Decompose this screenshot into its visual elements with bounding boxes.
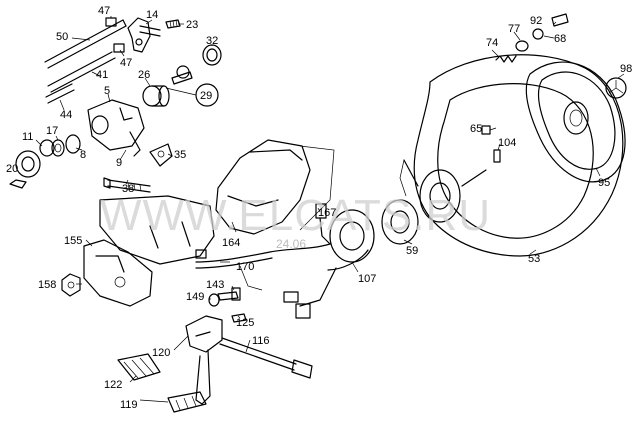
- bushing-32: [202, 44, 222, 66]
- nut-77: [515, 40, 529, 52]
- connector-122: [117, 353, 161, 381]
- label-17: 17: [46, 125, 58, 137]
- bracket-155: [83, 239, 153, 307]
- label-119: 119: [120, 399, 138, 411]
- wiring-harness-170: [195, 203, 331, 291]
- label-120: 120: [152, 347, 170, 359]
- steering-wheel-53: [399, 54, 624, 257]
- label-47: 47: [98, 5, 110, 17]
- label-164: 164: [222, 237, 240, 249]
- label-14: 14: [146, 9, 158, 21]
- label-107: 107: [358, 273, 376, 285]
- screw-9: [9, 179, 27, 189]
- label-47: 47: [120, 57, 132, 69]
- emblem-98: [605, 77, 627, 99]
- label-53: 53: [528, 253, 540, 265]
- label-125: 125: [236, 317, 254, 329]
- lock-housing-5: [87, 99, 145, 157]
- label-77: 77: [508, 23, 520, 35]
- label-167: 167: [318, 207, 336, 219]
- label-149: 149: [186, 291, 204, 303]
- label-35: 35: [174, 149, 186, 161]
- washer-149: [208, 293, 220, 307]
- spring-74: [495, 55, 517, 63]
- watermark-sub: 24.06: [276, 237, 306, 251]
- label-143: 143: [206, 279, 224, 291]
- key-29: [165, 65, 219, 107]
- label-50: 50: [56, 31, 68, 43]
- label-98: 98: [620, 63, 632, 75]
- watermark-text: WWW.ELCATS.RU: [100, 191, 491, 240]
- ring-11: [39, 139, 55, 157]
- airbag-module-95: [525, 61, 626, 183]
- leader-lines: [35, 16, 625, 403]
- label-155: 155: [64, 235, 82, 247]
- rod-44: [45, 83, 75, 104]
- clock-spring-107: [283, 209, 375, 319]
- rod-50: [44, 19, 127, 69]
- lever-14: [127, 17, 161, 53]
- label-59: 59: [406, 245, 418, 257]
- lower-cover: [99, 195, 215, 265]
- washer-68: [532, 28, 544, 40]
- label-9: 9: [116, 157, 122, 169]
- screw-65: [481, 125, 491, 135]
- label-170: 170: [236, 261, 254, 273]
- bolt-92: [551, 13, 569, 27]
- switch-120: [185, 315, 313, 405]
- label-104: 104: [498, 137, 516, 149]
- label-116: 116: [252, 335, 270, 347]
- label-158: 158: [38, 279, 56, 291]
- column-cover-164: [215, 139, 335, 235]
- label-74: 74: [486, 37, 498, 49]
- gear-20: [15, 150, 41, 178]
- connector-119: [167, 391, 207, 413]
- sleeve-8: [65, 134, 81, 154]
- label-95: 95: [598, 177, 610, 189]
- label-122: 122: [104, 379, 122, 391]
- label-32: 32: [206, 35, 218, 47]
- clip-35: [149, 143, 173, 167]
- rod-41: [47, 51, 116, 93]
- label-26: 26: [138, 69, 150, 81]
- nut-158: [61, 273, 81, 297]
- label-5: 5: [104, 85, 110, 97]
- label-92: 92: [530, 15, 542, 27]
- label-44: 44: [60, 109, 72, 121]
- screw-125: [231, 313, 247, 323]
- bolt-38: [103, 177, 151, 193]
- label-20: 20: [6, 163, 18, 175]
- pin-47b: [113, 43, 125, 53]
- label-23: 23: [186, 19, 198, 31]
- hub-plate-59: [381, 199, 419, 245]
- label-8: 8: [80, 149, 86, 161]
- label-29: 29: [200, 90, 212, 102]
- screw-104: [493, 149, 501, 163]
- part-labels: 47 14 23 50 47 32 41 26 29 44 5 11 17 8 …: [6, 5, 632, 411]
- bolt-23: [165, 19, 181, 29]
- cylinder-26: [142, 85, 170, 107]
- label-41: 41: [96, 69, 108, 81]
- label-68: 68: [554, 33, 566, 45]
- label-11: 11: [22, 131, 33, 143]
- label-65: 65: [470, 123, 482, 135]
- label-38: 38: [122, 183, 134, 195]
